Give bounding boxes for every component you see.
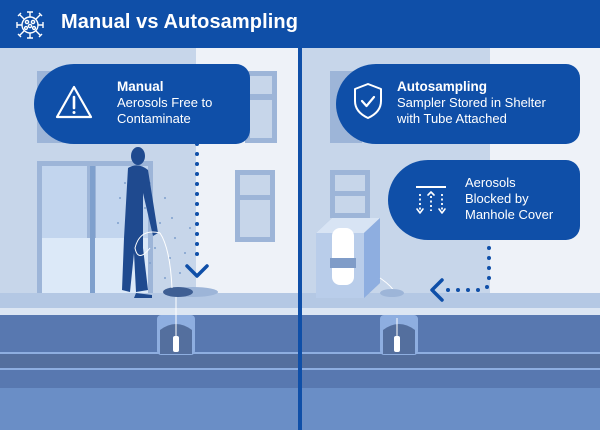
panel-divider (298, 48, 302, 430)
dotted-left-arrow-icon (430, 246, 491, 302)
sampling-tube (159, 232, 173, 289)
warning-triangle-icon (55, 85, 93, 119)
sampler-shelter (316, 218, 404, 298)
manual-callout-title: Manual (117, 79, 164, 94)
open-manhole-cover (163, 287, 218, 297)
autosampling-callout-line: Sampler Stored in Shelter (397, 95, 546, 110)
aerosols-blocked-callout: Aerosols Blocked by Manhole Cover (388, 160, 580, 240)
manual-callout: Manual Aerosols Free to Contaminate (34, 64, 250, 144)
virus-icon (16, 11, 44, 39)
shield-check-icon (354, 83, 382, 119)
technician-figure (122, 147, 158, 298)
manual-manhole-chamber (157, 288, 195, 355)
dotted-down-arrow-icon (185, 142, 209, 278)
manual-callout-line: Aerosols Free to (117, 95, 213, 110)
autosampling-callout-title: Autosampling (397, 79, 487, 94)
header-bar: Manual vs Autosampling (0, 0, 600, 48)
page-title: Manual vs Autosampling (61, 11, 299, 33)
auto-manhole-chamber (380, 315, 418, 355)
autosampling-callout-line: with Tube Attached (397, 111, 507, 126)
aerosols-blocked-line: Blocked by (465, 191, 529, 206)
autosampling-callout: Autosampling Sampler Stored in Shelter w… (336, 64, 580, 144)
blocked-aerosols-icon (416, 186, 446, 214)
aerosols-blocked-line: Manhole Cover (465, 207, 554, 222)
illustration-scene: Manual Aerosols Free to Contaminate Auto… (0, 48, 600, 430)
aerosols-blocked-line: Aerosols (465, 175, 516, 190)
manual-callout-line: Contaminate (117, 111, 191, 126)
